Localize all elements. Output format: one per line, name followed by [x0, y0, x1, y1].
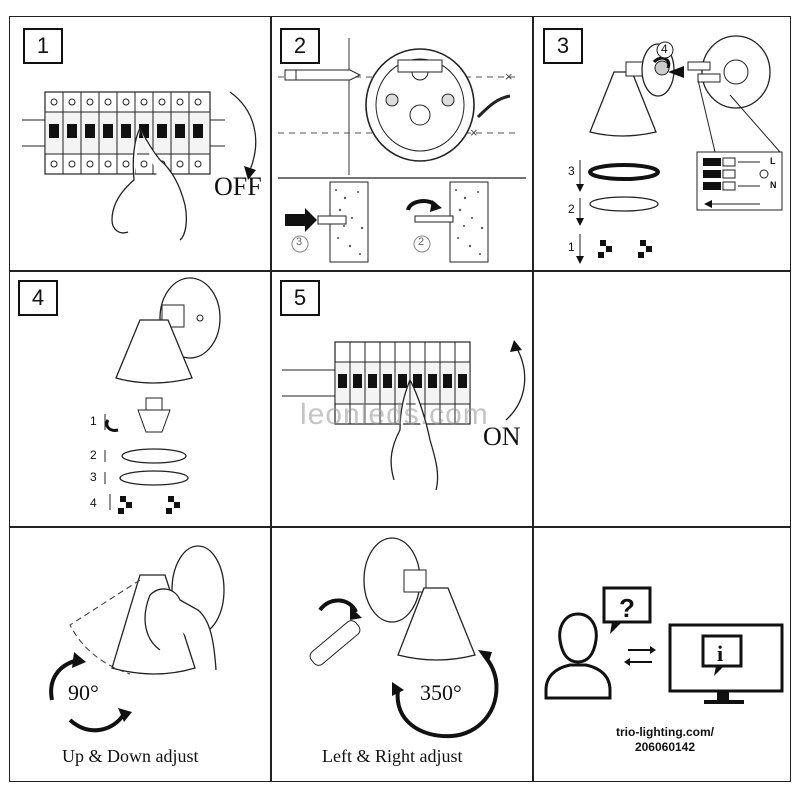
sub-step-2: 2	[418, 236, 425, 248]
wire-label-l: L	[770, 156, 776, 166]
off-label: OFF	[214, 172, 262, 201]
grid-divider	[9, 270, 791, 272]
sub-step-4: 4	[661, 42, 668, 56]
step-number-5: 5	[280, 280, 320, 316]
updown-angle: 90°	[68, 680, 99, 705]
sub-step-3: 3	[568, 164, 575, 178]
instruction-grid	[9, 16, 791, 782]
step-number-1: 1	[23, 28, 63, 64]
sub-step-2: 2	[568, 202, 575, 216]
sub-step-3: 3	[296, 236, 303, 248]
sub-step-2: 2	[90, 448, 97, 462]
support-url-line2: 206060142	[634, 740, 696, 754]
support-url-line1[interactable]: trio-lighting.com/	[616, 725, 714, 739]
sub-step-1: 1	[90, 414, 97, 428]
updown-caption: Up & Down adjust	[62, 746, 199, 766]
wire-label-n: N	[770, 180, 777, 190]
grid-divider	[9, 526, 791, 528]
step-number-3: 3	[543, 28, 583, 64]
sub-step-3: 3	[90, 470, 97, 484]
step-number-2: 2	[280, 28, 320, 64]
step-number-4: 4	[18, 280, 58, 316]
sub-step-4: 4	[90, 496, 97, 510]
grid-divider	[270, 16, 272, 782]
watermark: leonleds.com	[300, 398, 489, 431]
sub-step-1: 1	[568, 240, 575, 254]
grid-divider	[532, 16, 534, 782]
leftright-caption: Left & Right adjust	[322, 746, 463, 766]
on-label: ON	[483, 422, 521, 451]
leftright-angle: 350°	[420, 680, 462, 705]
